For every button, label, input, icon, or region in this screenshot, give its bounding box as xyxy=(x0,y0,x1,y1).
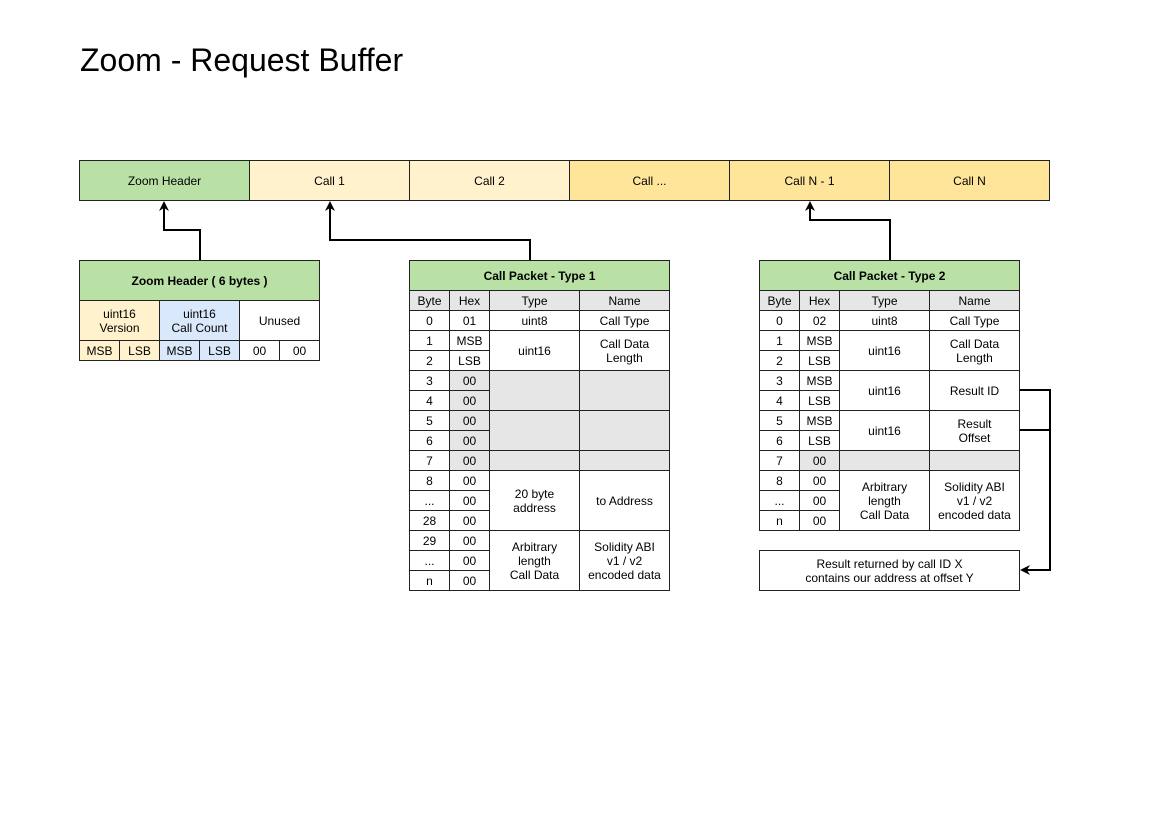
call-packet-2-title: Call Packet - Type 2 xyxy=(759,260,1020,291)
zoom-header-unused: Unused xyxy=(239,300,320,341)
cp1-hex-cell: 00 xyxy=(449,430,490,451)
call-packet-2-header-type: Type xyxy=(839,290,930,311)
cp2-hex-cell: MSB xyxy=(799,410,840,431)
cp1-hex-cell: 01 xyxy=(449,310,490,331)
call-packet-1-header-type: Type xyxy=(489,290,580,311)
cp2-hex-cell: 00 xyxy=(799,490,840,511)
buffer-zoom-header: Zoom Header xyxy=(79,160,250,201)
cp1-hex-cell: MSB xyxy=(449,330,490,351)
buffer-call-2: Call 2 xyxy=(409,160,570,201)
cp1-type-cell: 20 byte address xyxy=(489,470,580,531)
cp2-type-cell: Arbitrary length Call Data xyxy=(839,470,930,531)
arrow-result-link-connector xyxy=(1020,389,1051,575)
cp2-name-cell: Result ID xyxy=(929,370,1020,411)
cp2-byte-cell: n xyxy=(759,510,800,531)
cp2-hex-cell: 00 xyxy=(799,450,840,471)
zoom-header-version: uint16 Version xyxy=(79,300,160,341)
call-packet-1-title: Call Packet - Type 1 xyxy=(409,260,670,291)
zoom-header-byte-cell: MSB xyxy=(159,340,200,361)
cp2-hex-cell: 00 xyxy=(799,510,840,531)
buffer-call-n: Call N xyxy=(889,160,1050,201)
cp1-type-cell: uint16 xyxy=(489,330,580,371)
cp2-name-cell: Call Type xyxy=(929,310,1020,331)
cp2-hex-cell: MSB xyxy=(799,370,840,391)
zoom-header-byte-cell: LSB xyxy=(119,340,160,361)
cp2-name-cell: Call Data Length xyxy=(929,330,1020,371)
cp2-type-cell: uint16 xyxy=(839,330,930,371)
cp2-hex-cell: LSB xyxy=(799,390,840,411)
result-note: Result returned by call ID X contains ou… xyxy=(759,550,1020,591)
cp1-name-cell xyxy=(579,370,670,411)
cp1-hex-cell: LSB xyxy=(449,350,490,371)
cp1-name-cell: Solidity ABI v1 / v2 encoded data xyxy=(579,530,670,591)
cp2-name-cell: Result Offset xyxy=(929,410,1020,451)
arrow-zoom-header-connector xyxy=(159,201,201,260)
cp2-hex-cell: LSB xyxy=(799,430,840,451)
zoom-header-byte-cell: 00 xyxy=(279,340,320,361)
arrow-call-n-minus-1-connector xyxy=(805,201,891,260)
cp1-hex-cell: 00 xyxy=(449,570,490,591)
cp1-type-cell: Arbitrary length Call Data xyxy=(489,530,580,591)
arrow-call-1-connector xyxy=(325,201,531,260)
page-title: Zoom - Request Buffer xyxy=(80,42,404,78)
cp1-name-cell xyxy=(579,410,670,451)
cp2-hex-cell: LSB xyxy=(799,350,840,371)
zoom-header-call-count: uint16 Call Count xyxy=(159,300,240,341)
cp2-name-cell: Solidity ABI v1 / v2 encoded data xyxy=(929,470,1020,531)
cp1-name-cell: Call Data Length xyxy=(579,330,670,371)
zoom-header-table-title: Zoom Header ( 6 bytes ) xyxy=(79,260,320,301)
